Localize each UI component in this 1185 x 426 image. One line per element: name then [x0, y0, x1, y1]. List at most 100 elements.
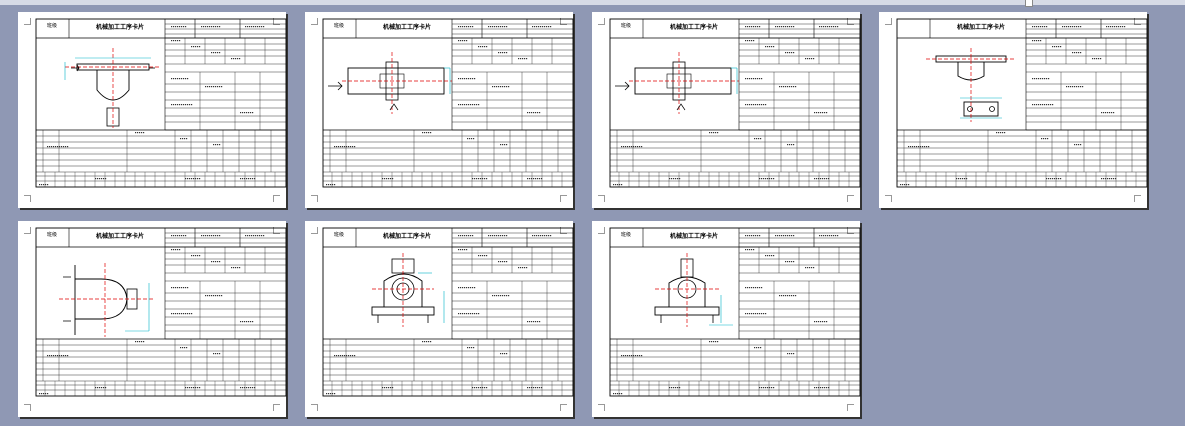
cell-mark [43, 184, 45, 186]
cell-mark [1050, 104, 1052, 106]
cell-mark [187, 178, 189, 180]
card-title: 机械加工工序卡片 [95, 24, 144, 31]
cell-mark [548, 235, 550, 237]
cell-mark [460, 40, 462, 42]
cell-mark [813, 58, 815, 60]
cell-mark [759, 387, 761, 389]
crop-mark [560, 18, 567, 25]
print-page-2[interactable]: 班级 机械加工工序卡片 [305, 12, 574, 208]
cell-mark [482, 387, 484, 389]
print-page-6[interactable]: 班级 机械加工工序卡片 [305, 221, 574, 417]
cell-mark [1072, 26, 1074, 28]
cell-mark [500, 52, 502, 54]
cell-mark [246, 112, 248, 114]
print-page-1[interactable]: 班级 机械加工工序卡片 [18, 12, 287, 208]
cell-mark [833, 26, 835, 28]
cell-mark [476, 387, 478, 389]
cell-mark [500, 295, 502, 297]
cell-mark [1114, 26, 1116, 28]
cell-mark [1048, 78, 1050, 80]
cell-mark [536, 235, 538, 237]
cell-mark [502, 261, 504, 263]
cell-mark [820, 387, 822, 389]
cell-mark [382, 178, 384, 180]
card-unit-label: 班级 [333, 232, 344, 238]
cell-mark [822, 112, 824, 114]
cell-mark [906, 184, 908, 186]
cell-mark [171, 78, 173, 80]
cell-mark [1043, 138, 1045, 140]
cell-mark [53, 355, 55, 357]
cell-mark [199, 46, 201, 48]
cell-mark [135, 341, 137, 343]
cell-mark [755, 287, 757, 289]
cell-mark [334, 184, 336, 186]
scroll-handle[interactable] [1025, 0, 1033, 7]
cell-mark [1000, 132, 1002, 134]
cell-mark [829, 235, 831, 237]
cell-mark [175, 235, 177, 237]
cell-mark [816, 112, 818, 114]
card-unit-label: 班级 [620, 232, 631, 238]
cell-mark [504, 261, 506, 263]
cell-mark [245, 235, 247, 237]
cell-mark [1070, 86, 1072, 88]
crop-mark [598, 195, 605, 202]
cell-mark [1046, 178, 1048, 180]
crop-mark [24, 195, 31, 202]
cell-mark [494, 26, 496, 28]
cell-mark [749, 26, 751, 28]
cell-mark [747, 78, 749, 80]
cell-mark [1036, 26, 1038, 28]
cell-mark [641, 355, 643, 357]
cell-mark [529, 178, 531, 180]
cell-mark [755, 313, 757, 315]
cell-mark [173, 104, 175, 106]
cell-mark [468, 235, 470, 237]
cell-mark [504, 353, 506, 355]
cell-mark [466, 287, 468, 289]
cell-mark [506, 261, 508, 263]
cell-mark [824, 112, 826, 114]
cell-mark [185, 104, 187, 106]
crop-mark [847, 18, 854, 25]
print-page-7[interactable]: 班级 机械加工工序卡片 [592, 221, 861, 417]
crop-mark [24, 227, 31, 234]
cell-mark [257, 235, 259, 237]
cell-mark [472, 235, 474, 237]
cell-mark [619, 184, 621, 186]
cell-mark [251, 26, 253, 28]
cell-mark [1070, 26, 1072, 28]
cell-mark [470, 313, 472, 315]
cell-mark [1066, 86, 1068, 88]
cell-mark [791, 235, 793, 237]
cell-mark [1113, 178, 1115, 180]
cell-mark [635, 146, 637, 148]
cell-mark [473, 138, 475, 140]
cell-mark [197, 255, 199, 257]
cell-mark [171, 313, 173, 315]
cell-mark [484, 255, 486, 257]
cell-mark [761, 313, 763, 315]
cell-mark [826, 112, 828, 114]
cell-mark [217, 261, 219, 263]
cell-mark [779, 26, 781, 28]
cell-mark [765, 104, 767, 106]
cell-mark [326, 393, 328, 395]
cell-mark [464, 287, 466, 289]
cell-mark [631, 146, 633, 148]
cell-mark [468, 78, 470, 80]
print-page-3[interactable]: 班级 机械加工工序卡片 [592, 12, 861, 208]
process-card: 班级 机械加工工序卡片 [322, 18, 574, 188]
print-page-4[interactable]: 机械加工工序卡片 [879, 12, 1148, 208]
cell-mark [184, 138, 186, 140]
cell-mark [966, 178, 968, 180]
print-page-5[interactable]: 班级 机械加工工序卡片 [18, 221, 287, 417]
cell-mark [755, 104, 757, 106]
card-title: 机械加工工序卡片 [382, 24, 431, 31]
crop-mark [560, 404, 567, 411]
cell-mark [219, 52, 221, 54]
cell-mark [816, 321, 818, 323]
cell-mark [466, 249, 468, 251]
card-border [609, 227, 861, 397]
